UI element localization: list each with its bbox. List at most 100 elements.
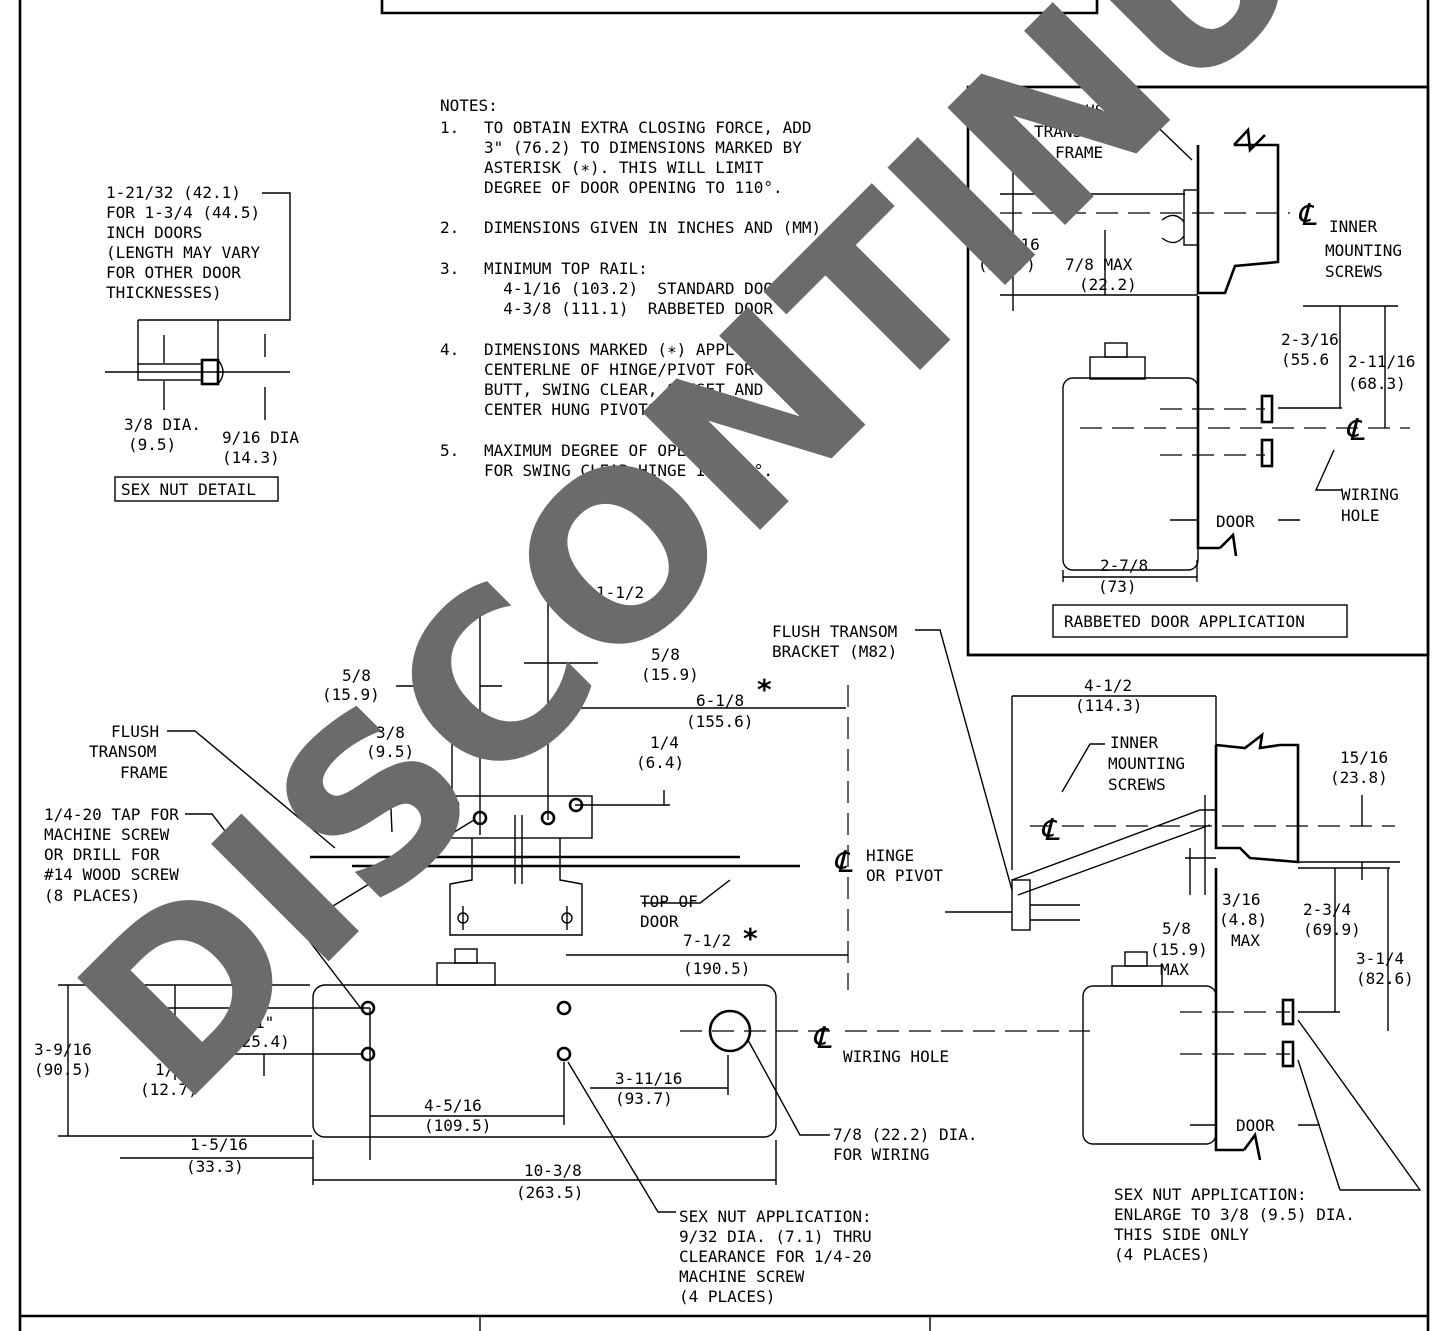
svg-text:SEX NUT APPLICATION:: SEX NUT APPLICATION: bbox=[1114, 1185, 1307, 1204]
svg-text:3/8: 3/8 bbox=[376, 723, 405, 742]
svg-text:(4 PLACES): (4 PLACES) bbox=[679, 1287, 775, 1306]
note-4: 4. DIMENSIONS MARKED (∗) APPLY TO CENTER… bbox=[440, 340, 773, 419]
svg-text:(15.9): (15.9) bbox=[322, 685, 380, 704]
svg-text:(263.5): (263.5) bbox=[516, 1183, 583, 1202]
svg-text:MAXIMUM DEGREE OF OPENING: MAXIMUM DEGREE OF OPENING bbox=[484, 441, 725, 460]
svg-text:3.: 3. bbox=[440, 259, 459, 278]
svg-text:BRACKET (M82): BRACKET (M82) bbox=[772, 642, 897, 661]
svg-text:2-3/4: 2-3/4 bbox=[1303, 900, 1351, 919]
svg-text:(12.7): (12.7) bbox=[140, 1080, 198, 1099]
notes-block: NOTES: 1. TO OBTAIN EXTRA CLOSING FORCE,… bbox=[440, 96, 831, 480]
svg-text:DIMENSIONS GIVEN IN INCHES AND: DIMENSIONS GIVEN IN INCHES AND (MM). bbox=[484, 218, 831, 237]
svg-text:15/16: 15/16 bbox=[1340, 748, 1388, 767]
svg-text:FOR WIRING: FOR WIRING bbox=[833, 1145, 929, 1164]
svg-text:FOR OTHER DOOR: FOR OTHER DOOR bbox=[106, 263, 241, 282]
svg-text:1-1/2: 1-1/2 bbox=[596, 583, 644, 602]
svg-text:(155.6): (155.6) bbox=[686, 712, 753, 731]
svg-text:SEX NUT APPLICATION:: SEX NUT APPLICATION: bbox=[679, 1207, 872, 1226]
svg-text:INNER: INNER bbox=[1110, 733, 1159, 752]
svg-text:OR DRILL FOR: OR DRILL FOR bbox=[44, 845, 160, 864]
side-door-label: DOOR bbox=[1236, 1116, 1275, 1135]
svg-text:(9.5): (9.5) bbox=[366, 742, 414, 761]
svg-text:(33.3): (33.3) bbox=[186, 1157, 244, 1176]
svg-text:℄: ℄ bbox=[1297, 198, 1317, 233]
svg-text:3-1/4: 3-1/4 bbox=[1356, 949, 1404, 968]
svg-text:(68.3): (68.3) bbox=[1348, 374, 1406, 393]
svg-text:(90.5): (90.5) bbox=[34, 1060, 92, 1079]
note-5: 5. MAXIMUM DEGREE OF OPENING FOR SWING C… bbox=[440, 441, 773, 480]
svg-text:TRANSOM: TRANSOM bbox=[1034, 122, 1101, 141]
svg-text:TOP OF: TOP OF bbox=[640, 892, 698, 911]
svg-text:℄: ℄ bbox=[812, 1021, 832, 1056]
svg-text:1/2: 1/2 bbox=[155, 1060, 184, 1079]
svg-text:BUTT, SWING CLEAR, OFFSET AND: BUTT, SWING CLEAR, OFFSET AND bbox=[484, 380, 763, 399]
rabbeted-door-application: FLUSH TRANSOM FRAME ℄ INNER MOUNTING SCR… bbox=[966, 85, 1430, 657]
svg-text:2-7/8: 2-7/8 bbox=[1100, 556, 1148, 575]
svg-text:(22.2): (22.2) bbox=[1079, 275, 1137, 294]
svg-text:THIS SIDE ONLY: THIS SIDE ONLY bbox=[1114, 1225, 1249, 1244]
svg-text:3" (76.2) TO DIMENSIONS MARKED: 3" (76.2) TO DIMENSIONS MARKED BY bbox=[484, 138, 802, 157]
svg-text:℄: ℄ bbox=[1040, 813, 1060, 848]
svg-text:FLUSH: FLUSH bbox=[1066, 101, 1114, 120]
sex-nut-detail-title: SEX NUT DETAIL bbox=[121, 480, 256, 499]
svg-text:5/8: 5/8 bbox=[1162, 919, 1191, 938]
svg-text:6-1/8: 6-1/8 bbox=[696, 691, 744, 710]
svg-text:HINGE: HINGE bbox=[866, 846, 914, 865]
svg-text:MOUNTING: MOUNTING bbox=[1325, 241, 1402, 260]
svg-text:MACHINE SCREW: MACHINE SCREW bbox=[44, 825, 170, 844]
svg-text:FRAME: FRAME bbox=[1055, 143, 1103, 162]
svg-text:THICKNESSES): THICKNESSES) bbox=[106, 283, 222, 302]
svg-text:INNER: INNER bbox=[1329, 217, 1378, 236]
svg-text:DOOR: DOOR bbox=[640, 912, 679, 931]
svg-text:MAX: MAX bbox=[1231, 931, 1260, 950]
svg-text:(69.9): (69.9) bbox=[1303, 920, 1361, 939]
svg-text:OR PIVOT: OR PIVOT bbox=[866, 866, 943, 885]
svg-text:1.: 1. bbox=[440, 118, 459, 137]
svg-text:5/8: 5/8 bbox=[342, 666, 371, 685]
svg-text:(6.4): (6.4) bbox=[636, 753, 684, 772]
svg-text:℄: ℄ bbox=[833, 845, 853, 880]
rabbeted-title-box bbox=[1052, 604, 1348, 638]
svg-text:MAX: MAX bbox=[1160, 960, 1189, 979]
svg-text:5.: 5. bbox=[440, 441, 459, 460]
svg-text:*: * bbox=[743, 922, 758, 955]
svg-text:5/8: 5/8 bbox=[651, 645, 680, 664]
svg-text:CENTER HUNG PIVOTS.: CENTER HUNG PIVOTS. bbox=[484, 400, 667, 419]
svg-text:(55.6: (55.6 bbox=[1281, 350, 1329, 369]
svg-text:CLEARANCE FOR 1/4-20: CLEARANCE FOR 1/4-20 bbox=[679, 1247, 872, 1266]
svg-text:2-3/16: 2-3/16 bbox=[1281, 330, 1339, 349]
svg-text:ENLARGE TO 3/8 (9.5) DIA.: ENLARGE TO 3/8 (9.5) DIA. bbox=[1114, 1205, 1355, 1224]
svg-text:MACHINE SCREW: MACHINE SCREW bbox=[679, 1267, 805, 1286]
svg-text:DIMENSIONS MARKED (∗) APPLY TO: DIMENSIONS MARKED (∗) APPLY TO bbox=[484, 340, 773, 359]
svg-text:(25.4): (25.4) bbox=[232, 1032, 290, 1051]
svg-text:1": 1" bbox=[255, 1013, 274, 1032]
svg-text:MOUNTING: MOUNTING bbox=[1108, 754, 1185, 773]
sex-nut-head bbox=[200, 358, 220, 386]
svg-text:1-21/32 (42.1): 1-21/32 (42.1) bbox=[106, 183, 241, 202]
note-2: 2. DIMENSIONS GIVEN IN INCHES AND (MM). bbox=[440, 218, 831, 237]
svg-text:MINIMUM TOP RAIL:: MINIMUM TOP RAIL: bbox=[484, 259, 648, 278]
svg-text:℄: ℄ bbox=[1345, 413, 1365, 448]
svg-text:WIRING HOLE: WIRING HOLE bbox=[843, 1047, 949, 1066]
svg-text:2.: 2. bbox=[440, 218, 459, 237]
sex-nut-detail: 1-21/32 (42.1) FOR 1-3/4 (44.5) INCH DOO… bbox=[105, 183, 299, 502]
svg-text:(114.3): (114.3) bbox=[1075, 696, 1142, 715]
svg-text:1/4: 1/4 bbox=[650, 733, 679, 752]
svg-text:(15.9): (15.9) bbox=[1150, 940, 1208, 959]
sex-nut-detail-title-box bbox=[114, 476, 279, 502]
svg-text:(4 PLACES): (4 PLACES) bbox=[1114, 1245, 1210, 1264]
svg-text:(39.7): (39.7) bbox=[978, 255, 1036, 274]
note-1: 1. TO OBTAIN EXTRA CLOSING FORCE, ADD 3"… bbox=[440, 118, 812, 197]
svg-text:3-9/16: 3-9/16 bbox=[34, 1040, 92, 1059]
svg-text:1-5/16: 1-5/16 bbox=[190, 1135, 248, 1154]
svg-text:ASTERISK (∗). THIS WILL LIMIT: ASTERISK (∗). THIS WILL LIMIT bbox=[484, 158, 764, 177]
svg-text:(4.8): (4.8) bbox=[1219, 910, 1267, 929]
svg-text:(190.5): (190.5) bbox=[683, 959, 750, 978]
svg-text:FRAME: FRAME bbox=[120, 763, 168, 782]
svg-text:(38.1): (38.1) bbox=[589, 603, 647, 622]
svg-text:DEGREE OF DOOR OPENING TO 110°: DEGREE OF DOOR OPENING TO 110°. bbox=[484, 178, 783, 197]
svg-text:2-11/16: 2-11/16 bbox=[1348, 352, 1415, 371]
transom-bracket bbox=[431, 795, 593, 936]
svg-text:FOR 1-3/4 (44.5): FOR 1-3/4 (44.5) bbox=[106, 203, 260, 222]
